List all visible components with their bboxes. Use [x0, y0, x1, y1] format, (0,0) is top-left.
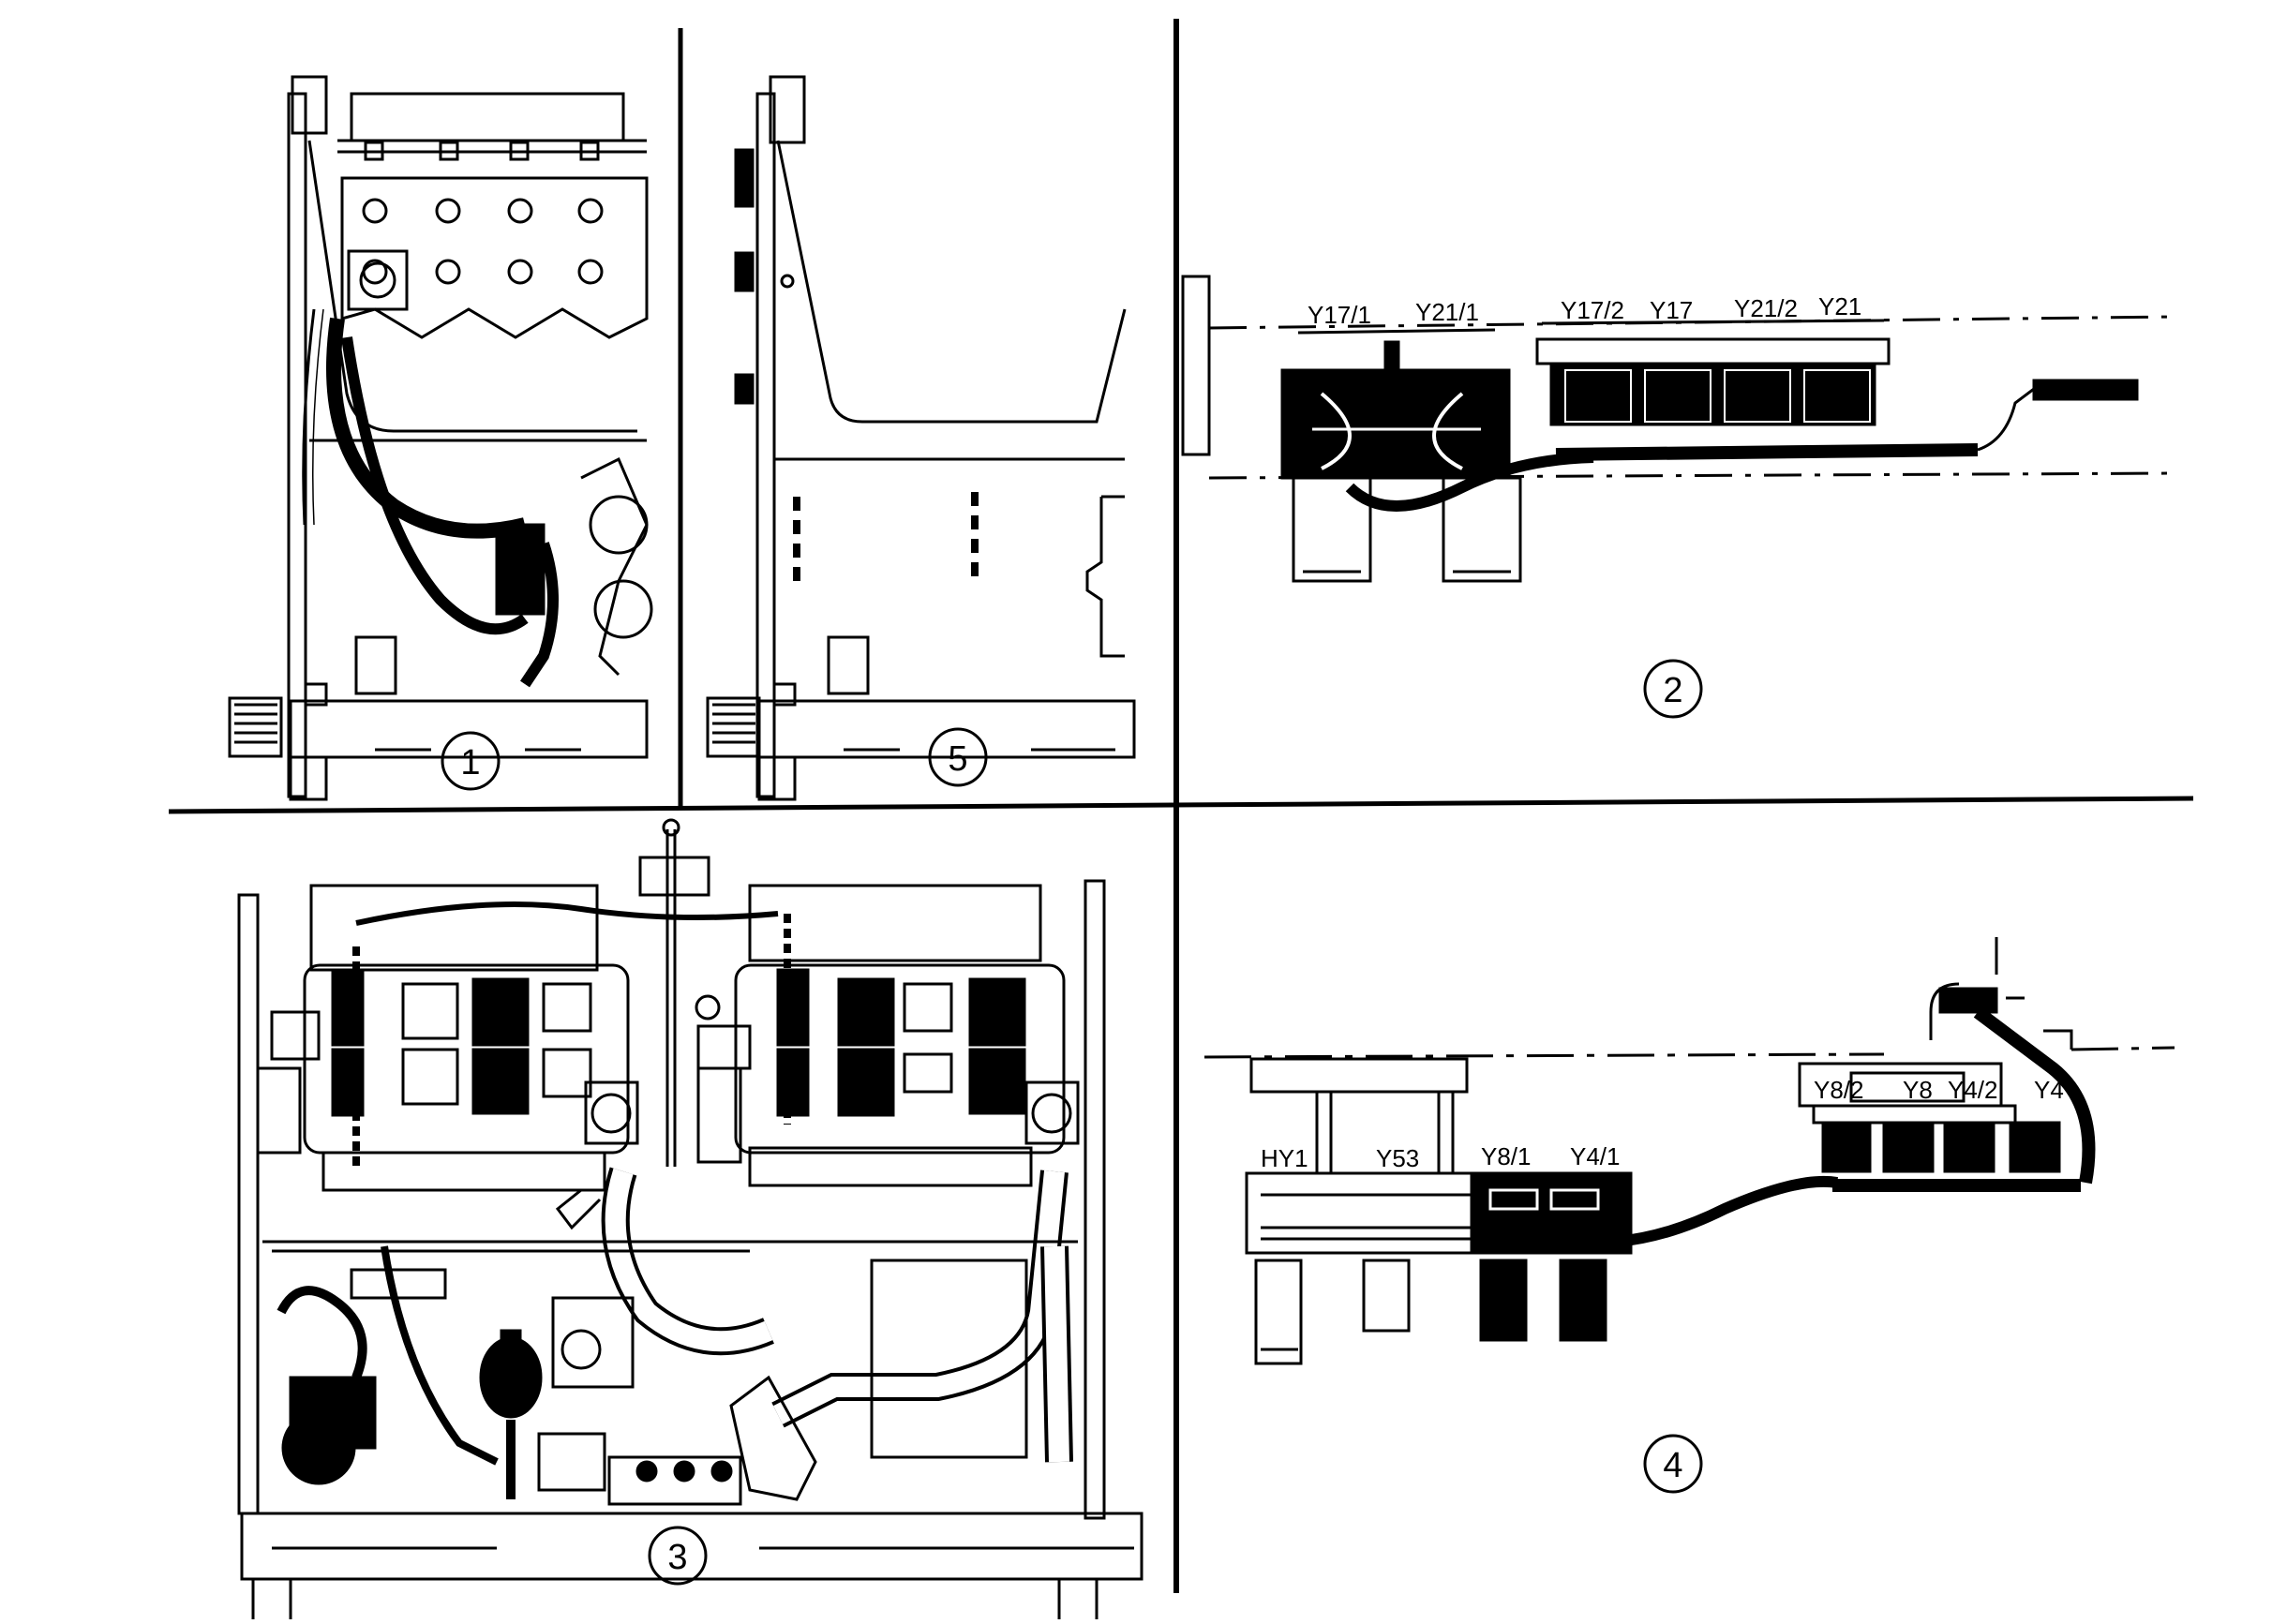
panel-3-number: 3 — [667, 1538, 687, 1577]
label-y21: Y21 — [1818, 292, 1861, 320]
label-y4: Y4 — [2034, 1076, 2064, 1104]
panel-1 — [228, 75, 653, 801]
label-y4-1: Y4/1 — [1570, 1142, 1621, 1170]
panel-dividers — [168, 19, 2194, 1593]
label-y17-1: Y17/1 — [1308, 301, 1371, 329]
panel-2 — [1181, 275, 2175, 719]
panel-5-hatch — [793, 492, 979, 581]
label-y21-2: Y21/2 — [1734, 294, 1798, 322]
panel-4-number: 4 — [1663, 1446, 1682, 1485]
label-y8-2: Y8/2 — [1814, 1076, 1864, 1104]
label-y17: Y17 — [1650, 296, 1693, 324]
panel-4-labels: HY1 Y53 Y8/1 Y4/1 Y8/2 Y8 Y4/2 Y4 — [1261, 1076, 2064, 1172]
label-y8: Y8 — [1903, 1076, 1933, 1104]
panel-2-labels: Y17/1 Y21/1 Y17/2 Y17 Y21/2 Y21 — [1308, 292, 1861, 329]
label-y8-1: Y8/1 — [1481, 1142, 1532, 1170]
panel-5 — [706, 75, 1136, 801]
label-y53: Y53 — [1376, 1144, 1419, 1172]
label-y17-2: Y17/2 — [1561, 296, 1624, 324]
panel-4 — [1203, 937, 2175, 1494]
label-y21-1: Y21/1 — [1415, 298, 1479, 326]
label-y4-2: Y4/2 — [1948, 1076, 1998, 1104]
panel-5-number: 5 — [948, 739, 967, 779]
panel-2-number: 2 — [1663, 671, 1682, 710]
panel-3 — [237, 818, 1143, 1623]
panel-1-number: 1 — [460, 743, 480, 782]
panel-1-bolts — [364, 141, 600, 161]
label-hy1: HY1 — [1261, 1144, 1308, 1172]
